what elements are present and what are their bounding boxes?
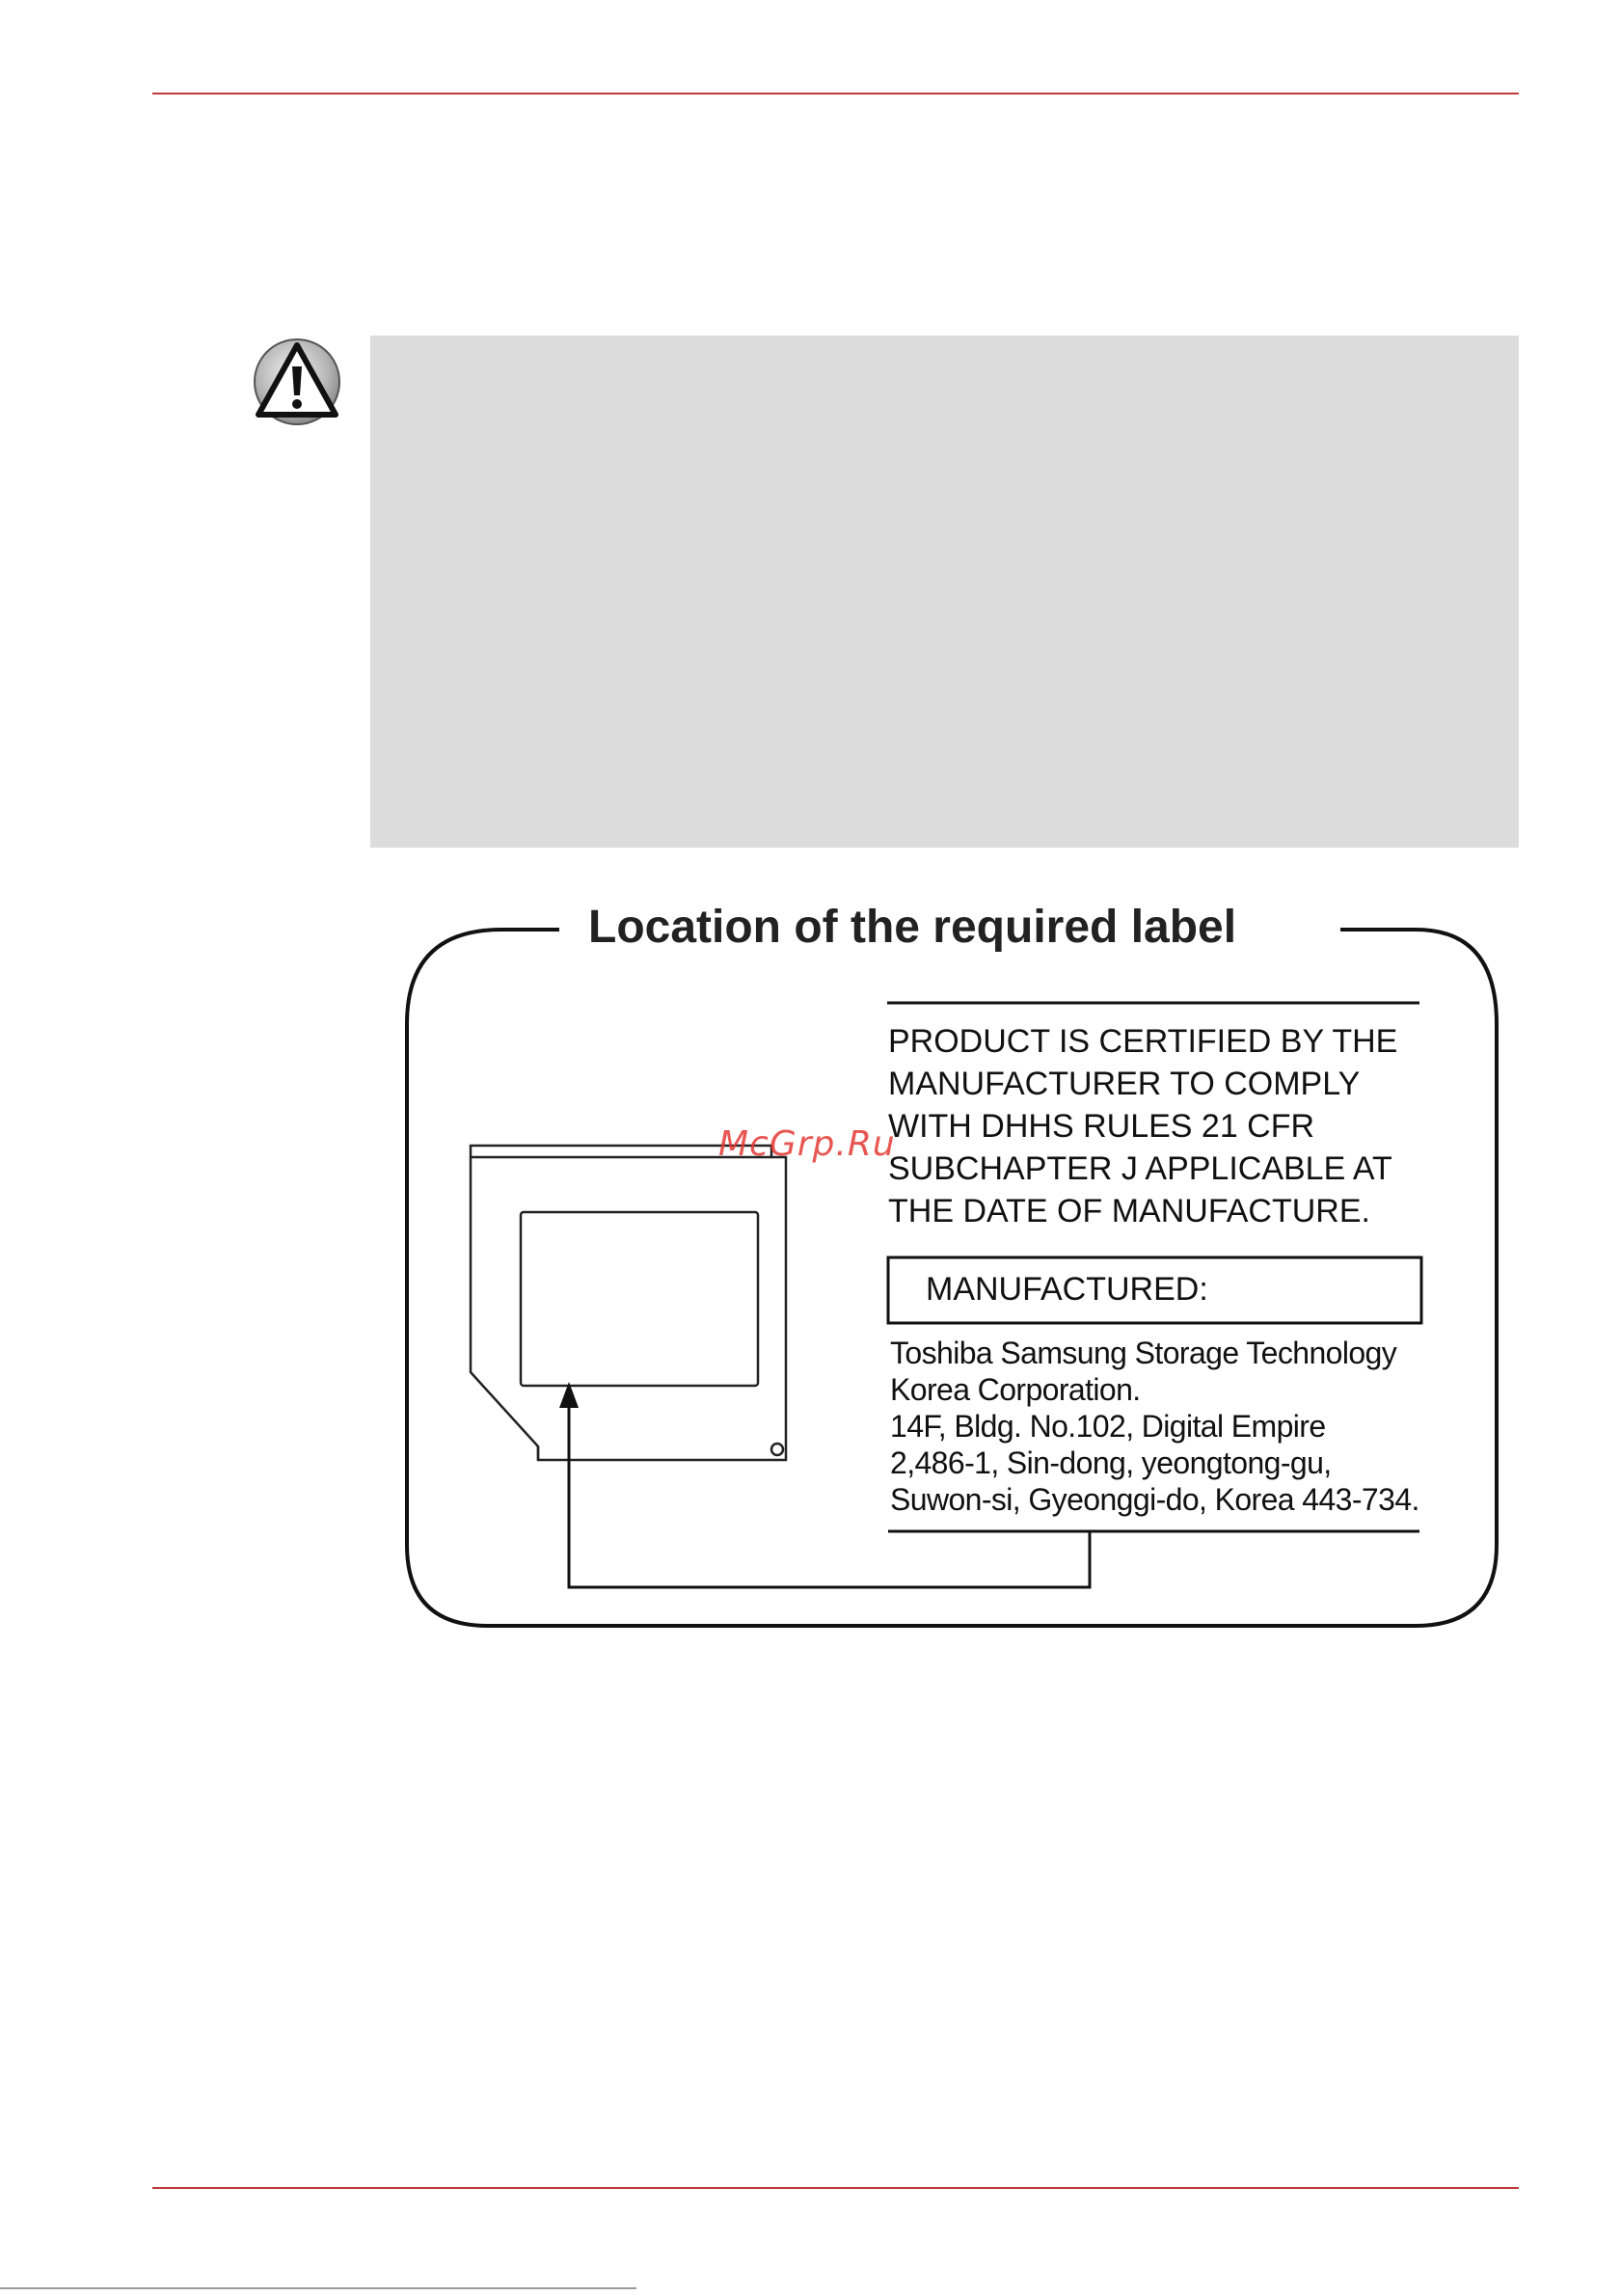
address-line: Korea Corporation. <box>890 1372 1141 1407</box>
cert-line: PRODUCT IS CERTIFIED BY THE <box>888 1023 1398 1060</box>
label-location-diagram: Location of the required label PRODUCT I… <box>395 887 1504 1639</box>
diagram-title: Location of the required label <box>588 902 1237 953</box>
page-edge-line <box>0 2287 636 2289</box>
address-line: Toshiba Samsung Storage Technology <box>890 1336 1397 1370</box>
arrowhead-icon <box>559 1382 579 1408</box>
cert-line: THE DATE OF MANUFACTURE. <box>888 1193 1370 1229</box>
address-line: Suwon-si, Gyeonggi-do, Korea 443-734. <box>890 1482 1419 1517</box>
address-line: 14F, Bldg. No.102, Digital Empire <box>890 1409 1326 1444</box>
cert-line: MANUFACTURER TO COMPLY <box>888 1066 1361 1102</box>
manufacturer-address: Toshiba Samsung Storage Technology Korea… <box>890 1335 1430 1518</box>
header-rule <box>152 93 1519 95</box>
optical-drive-outline <box>469 1144 788 1462</box>
warning-triangle-icon <box>253 338 341 426</box>
pointer-arrow <box>567 1396 1092 1589</box>
certification-statement: PRODUCT IS CERTIFIED BY THE MANUFACTURER… <box>888 1020 1428 1232</box>
cert-line: WITH DHHS RULES 21 CFR <box>888 1108 1315 1145</box>
address-line: 2,486-1, Sin-dong, yeongtong-gu, <box>890 1445 1332 1480</box>
warning-note-box <box>370 336 1519 848</box>
footer-rule <box>152 2187 1519 2189</box>
watermark: McGrp.Ru <box>718 1124 896 1164</box>
cert-line: SUBCHAPTER J APPLICABLE AT <box>888 1150 1392 1187</box>
manufactured-label: MANUFACTURED: <box>926 1271 1208 1308</box>
